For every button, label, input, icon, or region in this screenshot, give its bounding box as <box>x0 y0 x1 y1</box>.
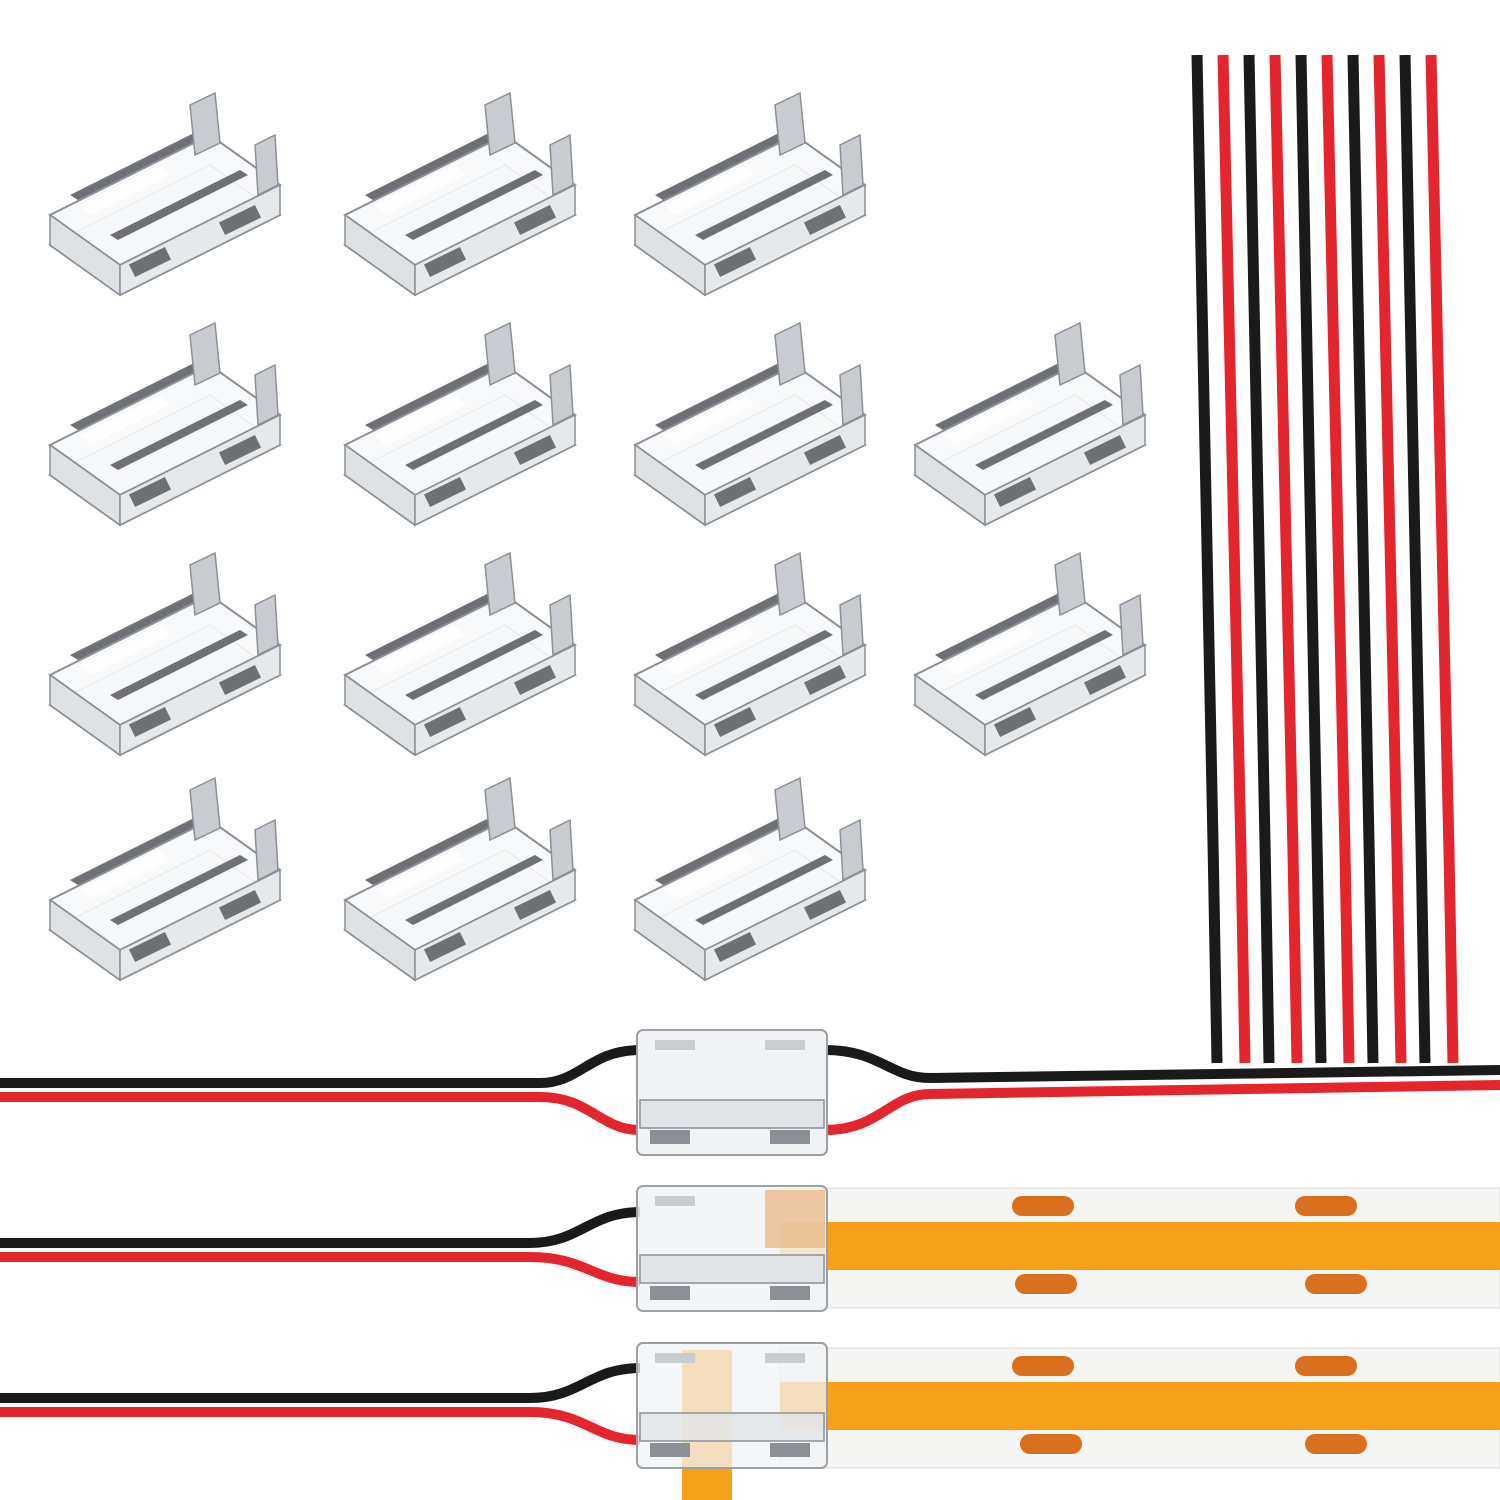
wire-black <box>0 1045 641 1088</box>
orange-cable <box>682 1350 732 1500</box>
connector-clip <box>625 315 875 530</box>
loose-wire-black <box>1399 54 1431 1064</box>
connector-clip <box>40 770 290 985</box>
loose-wire-red <box>1321 54 1355 1064</box>
loose-wire-black <box>1295 54 1327 1064</box>
wire-black <box>0 1207 641 1248</box>
connector-clip <box>625 85 875 300</box>
wire-black <box>0 1363 641 1403</box>
connector-clip <box>40 315 290 530</box>
loose-wire-black <box>1191 54 1223 1064</box>
wire-red <box>0 1252 641 1287</box>
connector-clip <box>335 545 585 760</box>
loose-wire-red <box>1269 54 1303 1064</box>
connector-inline <box>636 1185 828 1312</box>
connector-clip <box>905 545 1155 760</box>
demo-wire-to-strip <box>0 1185 1500 1312</box>
loose-wire-bundle <box>1191 54 1459 1064</box>
loose-wire-red <box>1373 54 1407 1064</box>
loose-wire-black <box>1347 54 1379 1064</box>
wire-red <box>0 1092 641 1135</box>
connector-clip <box>335 315 585 530</box>
connector-clip <box>335 85 585 300</box>
connector-clip <box>40 545 290 760</box>
wire-red <box>824 1080 1500 1135</box>
led-strip <box>779 1187 1500 1309</box>
connector-clip <box>40 85 290 300</box>
connector-inline <box>636 1029 828 1156</box>
connector-clip <box>625 545 875 760</box>
loose-wire-red <box>1217 54 1251 1064</box>
demo-strip-with-cable <box>0 1342 1500 1500</box>
wire-black <box>824 1045 1500 1084</box>
demo-wire-to-wire <box>0 1029 1500 1156</box>
led-strip <box>779 1347 1500 1469</box>
connector-clip <box>335 770 585 985</box>
connector-clip <box>905 315 1155 530</box>
connector-inline <box>636 1342 828 1469</box>
wire-red <box>0 1407 641 1445</box>
connector-clip <box>625 770 875 985</box>
loose-wire-red <box>1425 54 1459 1064</box>
loose-wire-black <box>1243 54 1275 1064</box>
